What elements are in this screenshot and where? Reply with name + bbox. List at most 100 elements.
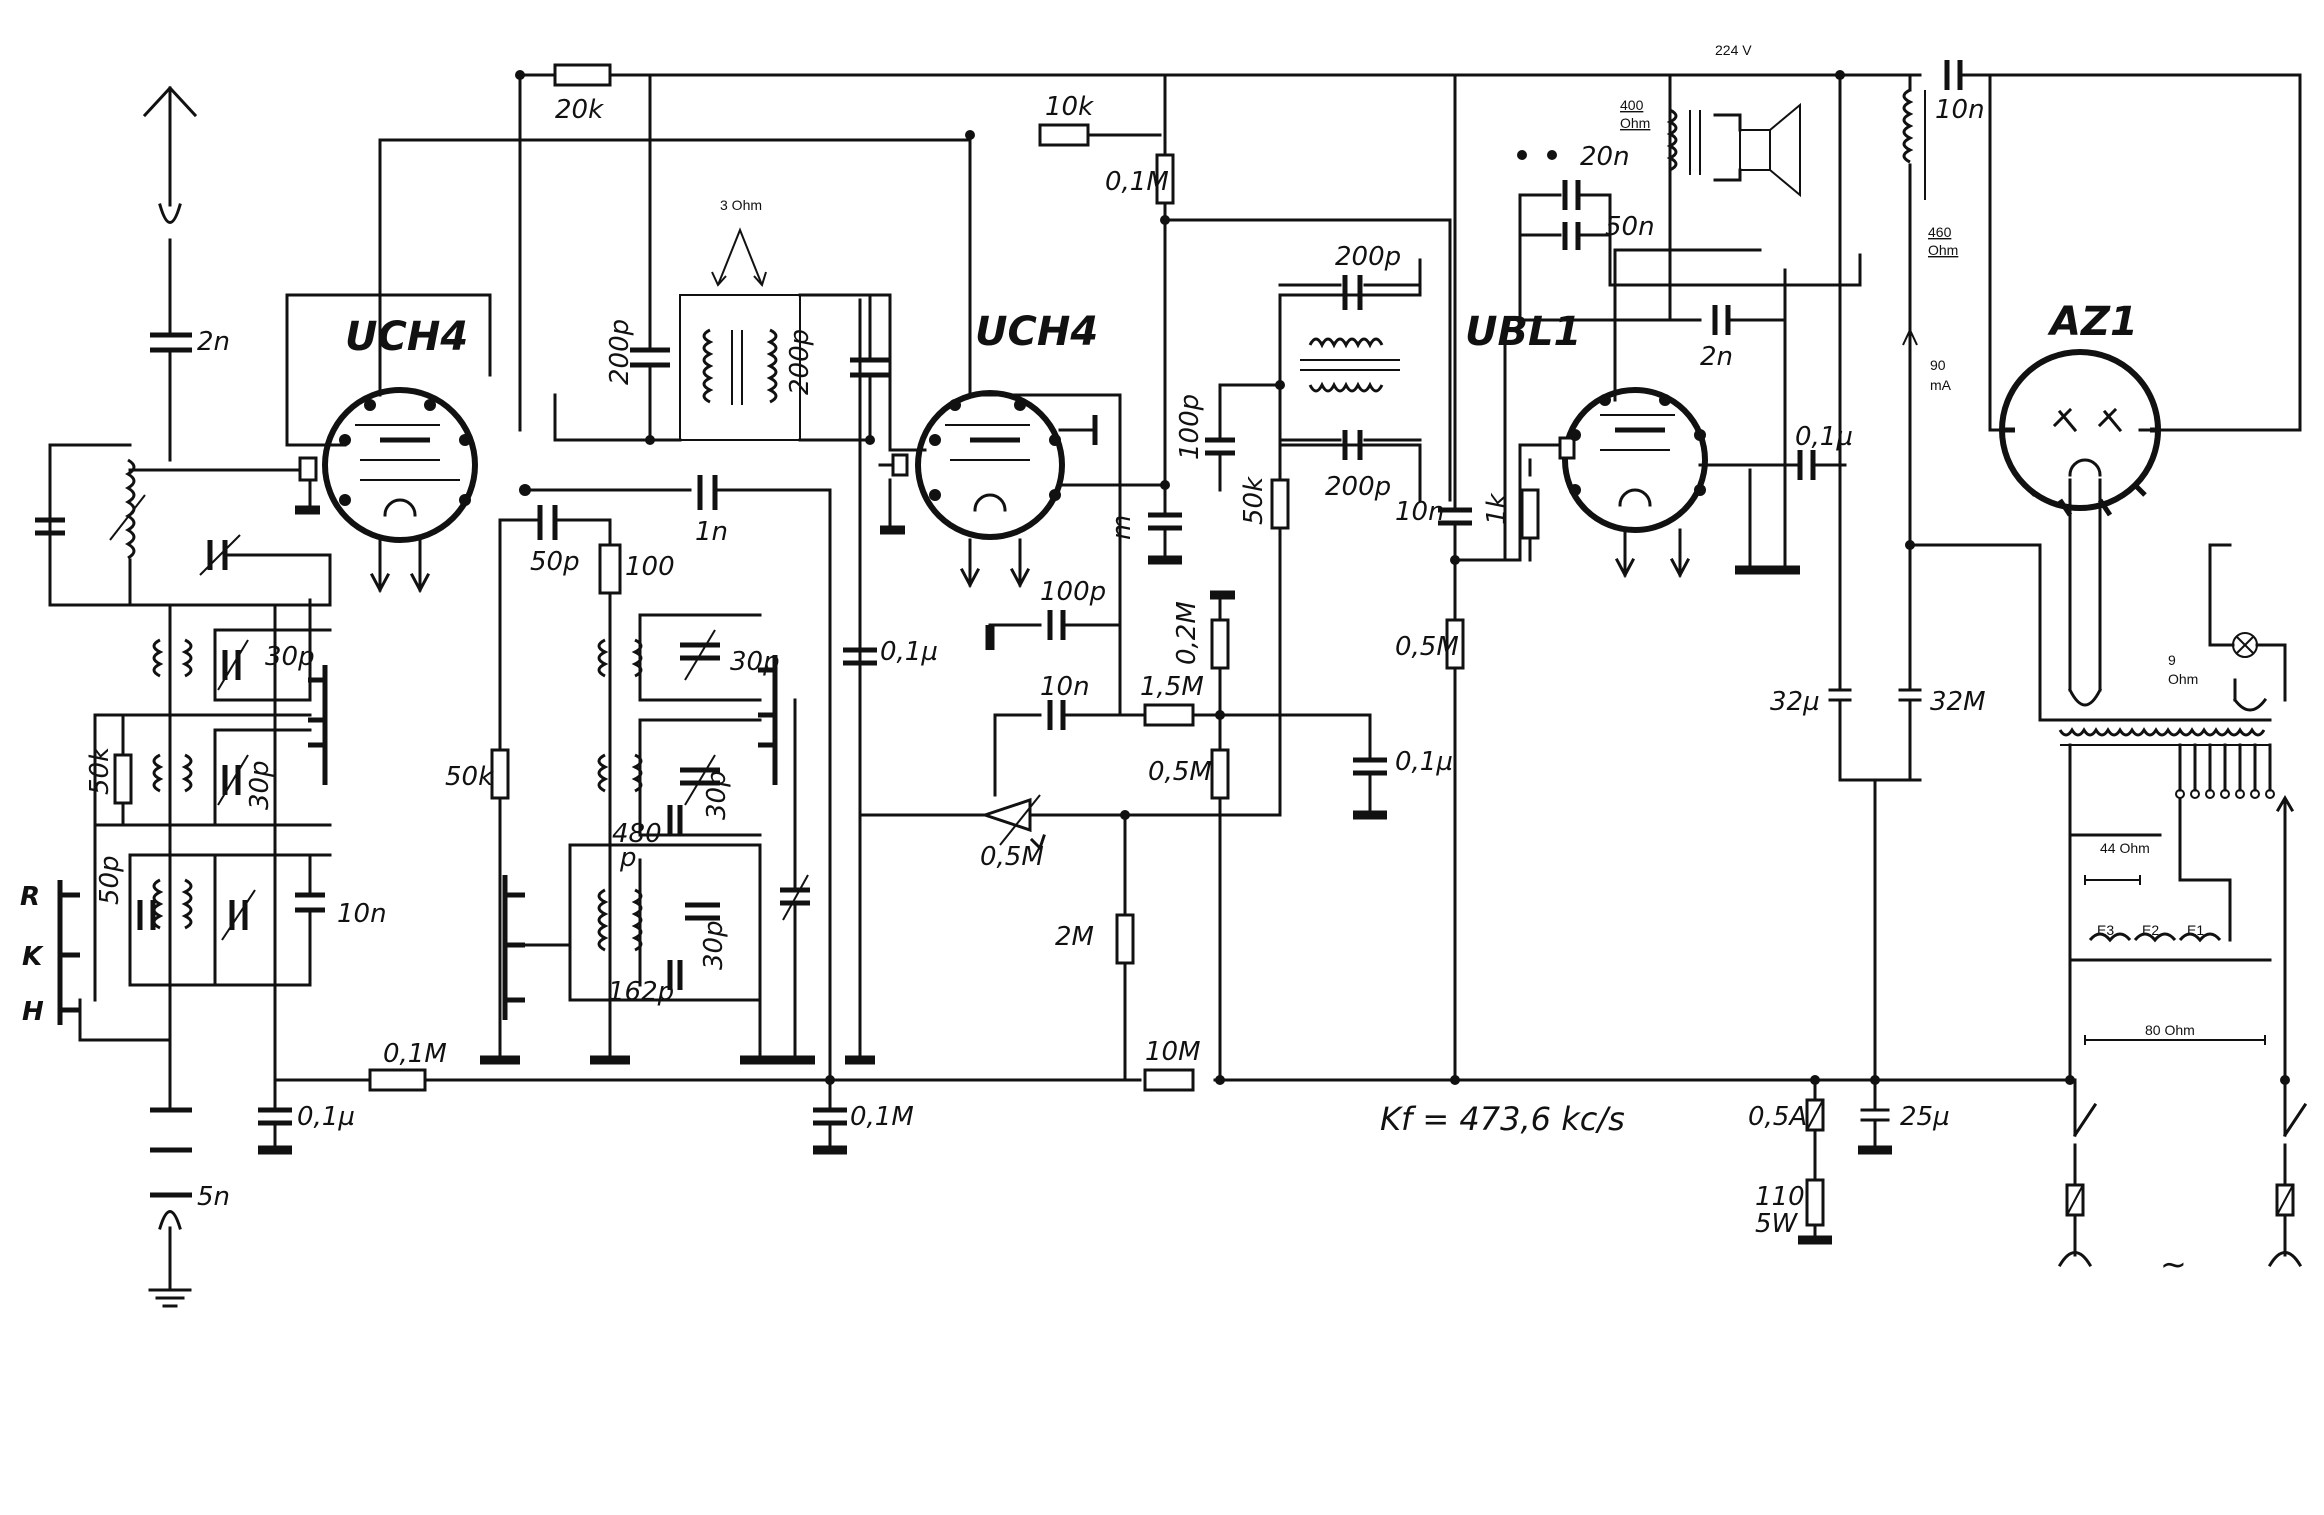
tube-label-v1: UCH4 [345,314,468,360]
svg-text:1,5M: 1,5M [1140,672,1204,702]
svg-text:80 Ohm: 80 Ohm [2145,1022,2195,1038]
second-if-stage [843,73,1452,1092]
svg-text:200p: 200p [605,319,635,385]
resistor-0-5m-a [1210,748,1230,800]
tube-label-v3: UBL1 [1465,309,1581,355]
tube-uch4-if [878,133,1122,632]
power-supply-filter [1163,60,2302,1245]
svg-text:100p: 100p [1040,577,1106,607]
svg-text:0,2M: 0,2M [1172,601,1202,665]
voltage-taps[interactable] [2175,743,2275,799]
tube-label-v2: UCH4 [975,309,1098,355]
rf-coil-bank [57,598,332,1082]
svg-text:p: p [619,843,637,873]
svg-text:0,5M: 0,5M [1395,632,1459,662]
svg-text:E3: E3 [2097,922,2114,938]
svg-text:5n: 5n [197,1182,230,1212]
speaker-icon [1739,129,1771,171]
mains-plug-right-icon [2267,1251,2303,1268]
svg-text:0,5A: 0,5A [1748,1102,1807,1132]
svg-text:20k: 20k [555,95,604,125]
supply-voltage: 224 V [1715,42,1752,58]
resistor-50k-c [1270,478,1290,530]
antenna-socket-icon [158,203,182,224]
svg-text:10n: 10n [337,899,387,929]
mains-tilde: ~ [2160,1245,2187,1283]
resistor-2m [1115,913,1135,965]
mains-input [2057,1078,2308,1268]
svg-text:0,5M: 0,5M [1148,757,1212,787]
svg-text:3 Ohm: 3 Ohm [720,197,762,213]
svg-text:10n: 10n [1935,95,1985,125]
svg-text:20n: 20n [1580,142,1630,172]
svg-text:30p: 30p [245,760,275,810]
svg-text:1n: 1n [695,517,728,547]
speaker-output-transformer [1666,73,1801,322]
svg-text:162p: 162p [608,977,674,1007]
svg-text:480: 480 [612,819,662,849]
svg-text:Ohm: Ohm [2168,671,2198,687]
svg-text:50k: 50k [1239,476,1269,525]
svg-text:1k: 1k [1482,492,1512,525]
resistor-10k [1038,123,1090,147]
mains-plug-left-icon [2057,1251,2093,1268]
mains-switch-right[interactable] [2282,1102,2308,1138]
resistor-110 [1805,1178,1825,1227]
svg-text:110: 110 [1755,1182,1805,1212]
svg-text:2n: 2n [197,327,230,357]
first-if-stage [378,63,1167,1082]
resistor-1-5m [1143,703,1195,727]
svg-text:0,1M: 0,1M [383,1039,447,1069]
mains-switch-left[interactable] [2072,1102,2098,1138]
svg-text:0,1µ: 0,1µ [1395,747,1453,777]
svg-text:30p: 30p [699,920,729,970]
main-ground-bus [258,1068,2077,1155]
resistor-0-1m-b [1155,153,1175,205]
svg-text:50p: 50p [530,547,580,577]
svg-text:0,1µ: 0,1µ [880,637,938,667]
waveband-k: K [22,942,44,972]
waveband-r: R [20,882,40,912]
svg-text:100p: 100p [1175,394,1205,460]
tube-ubl1-output [1458,150,1862,579]
oscillator-coil-bank [502,613,815,1065]
svg-text:50n: 50n [1605,212,1655,242]
svg-text:30p: 30p [702,770,732,820]
tube-az1-rectifier [1988,73,2302,1085]
svg-text:2M: 2M [1055,922,1094,952]
resistor-100 [598,543,622,595]
svg-text:5W: 5W [1755,1209,1799,1239]
supply-current-unit: mA [1930,377,1952,393]
svg-text:25µ: 25µ [1900,1102,1950,1132]
svg-text:50k: 50k [85,746,115,795]
antenna-section [35,85,332,1308]
svg-text:30p: 30p [730,647,780,677]
resistor-10m [1143,1068,1195,1092]
svg-text:E2: E2 [2142,922,2159,938]
svg-text:400: 400 [1620,97,1644,113]
supply-current: 90 [1930,357,1946,373]
svg-text:9: 9 [2168,652,2176,668]
svg-text:460: 460 [1928,224,1952,240]
svg-text:10M: 10M [1145,1037,1201,1067]
resistor-50k-a [113,753,133,805]
svg-text:2n: 2n [1700,342,1733,372]
svg-text:E1: E1 [2187,922,2204,938]
resistor-0-2m [1210,618,1230,670]
svg-text:200p: 200p [785,329,815,395]
svg-text:10k: 10k [1045,92,1094,122]
resistor-50k-b [490,748,510,800]
junction-dots [515,70,2290,1085]
svg-text:0,1M: 0,1M [1105,167,1169,197]
resistor-1k [1520,488,1540,540]
svg-text:50p: 50p [95,855,125,905]
svg-text:0,5M: 0,5M [980,842,1044,872]
svg-text:Ohm: Ohm [1620,115,1650,131]
svg-text:50k: 50k [445,762,494,792]
svg-text:Ohm: Ohm [1928,242,1958,258]
svg-text:32µ: 32µ [1770,687,1820,717]
svg-text:10n: 10n [1040,672,1090,702]
component-labels: UCH4 UCH4 UBL1 AZ1 224 V 90 mA Kf = 473,… [20,42,2204,1283]
waveband-h: H [22,997,44,1027]
